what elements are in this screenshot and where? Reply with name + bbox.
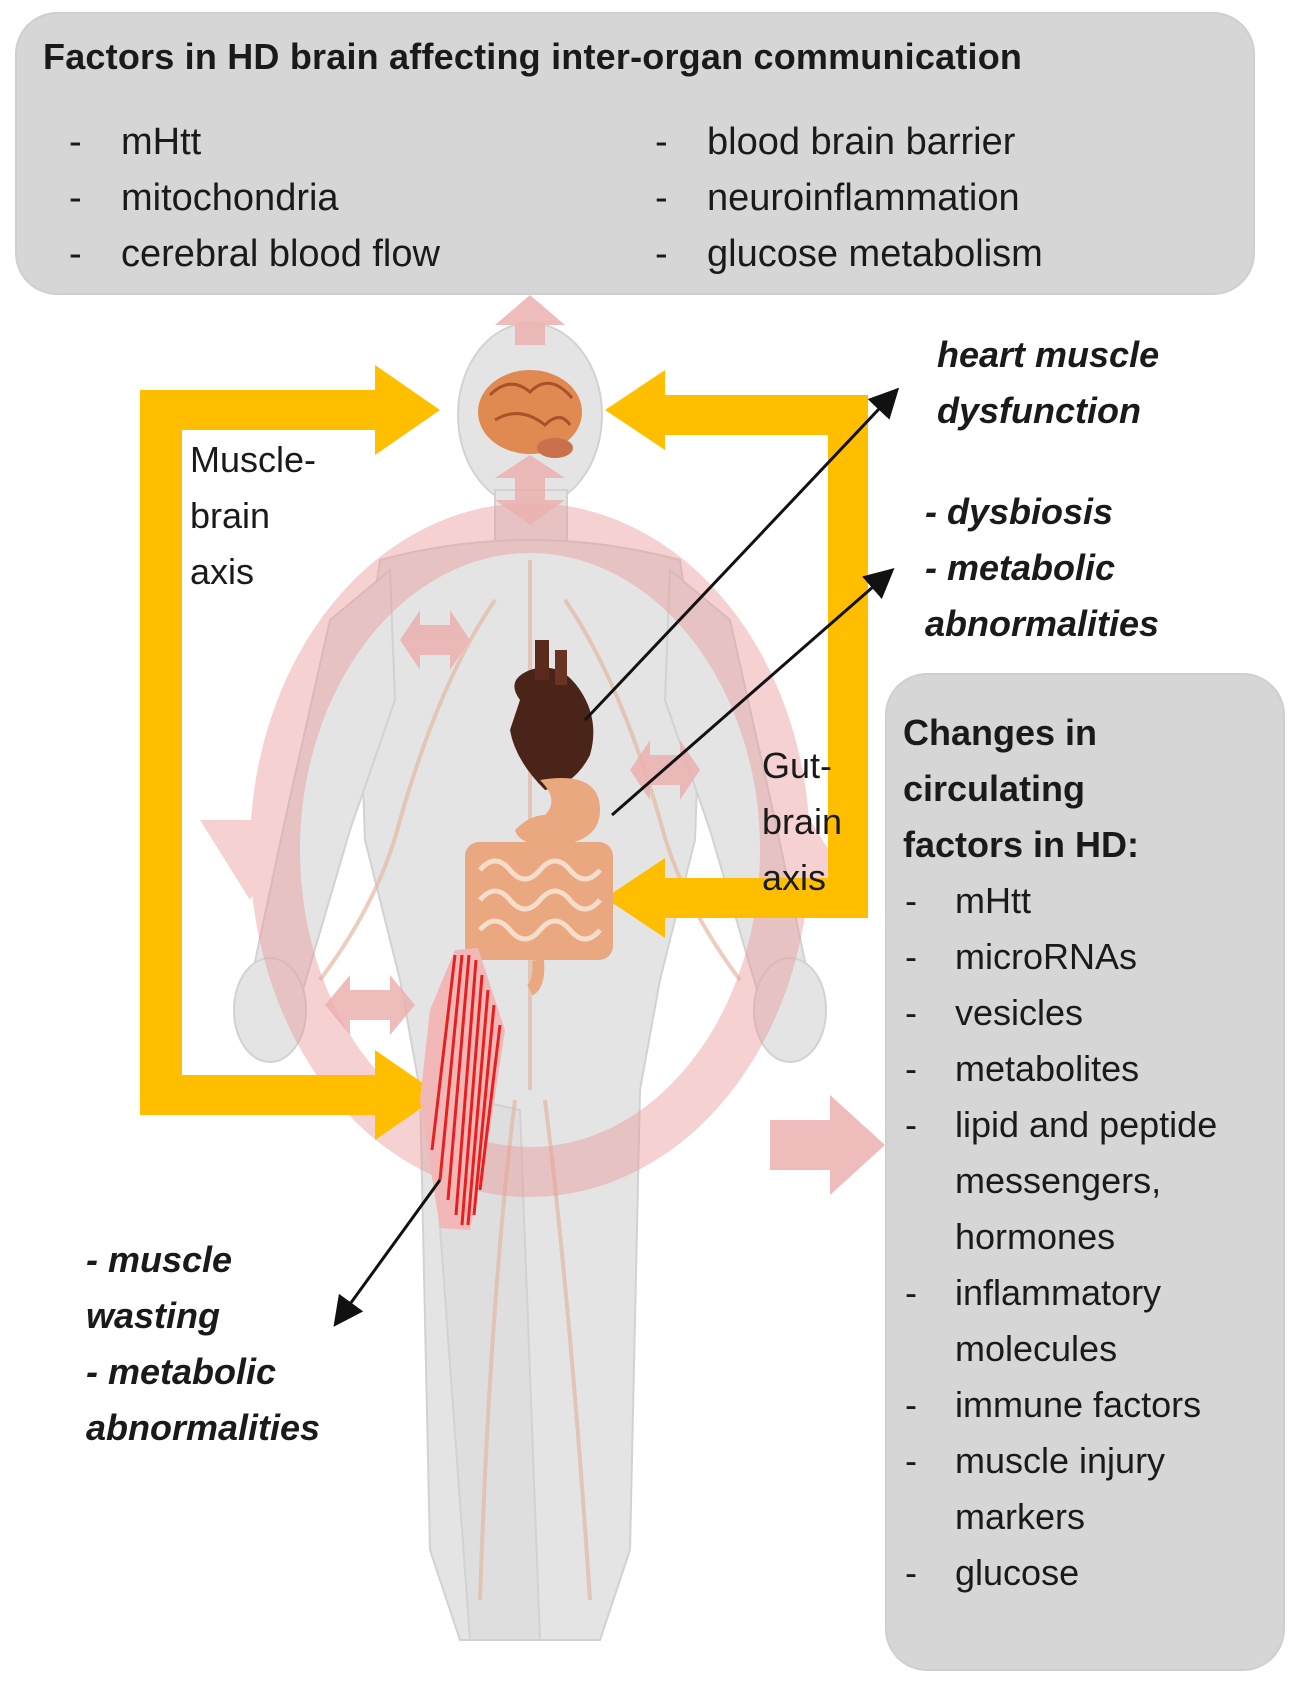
brain-factors-right-list: -blood brain barrier -neuroinflammation … [603,114,1043,282]
heart-icon [510,640,594,790]
gut-brain-axis-label: Gut- brain axis [762,745,843,898]
brain-factors-box: Factors in HD brain affecting inter-orga… [15,12,1255,295]
muscle-icon [420,948,505,1230]
list-item: -mHtt [69,121,202,163]
muscle-brain-axis-arrow [140,365,440,1140]
list-item: -mitochondria [69,177,339,219]
heart-effect-arrow [583,387,900,722]
gut-effect-label: - dysbiosis - metabolic abnormalities [925,491,1160,644]
circulating-factors-title: Changes in circulating factors in HD: [903,712,1140,865]
list-item: muscle injury markers [887,1433,1255,1545]
muscle-effect-label: - muscle wasting - metabolic abnormaliti… [86,1239,321,1448]
list-item: -neuroinflammation [655,177,1020,219]
list-item: vesicles [887,985,1275,1041]
list-item: -blood brain barrier [655,121,1016,163]
heart-effect-label: heart muscle dysfunction [937,334,1160,431]
muscle-effect-arrow [333,1179,442,1327]
list-item: glucose [887,1545,1275,1601]
pink-circulation-arrows [325,295,885,1195]
gut-brain-axis-arrow [605,370,868,938]
stomach-icon [515,778,600,846]
list-item: -glucose metabolism [655,233,1043,275]
gut-effect-arrow [611,568,895,817]
muscle-brain-axis-label: Muscle- brain axis [190,439,317,592]
intestine-icon [465,842,613,996]
brain-factors-title: Factors in HD brain affecting inter-orga… [43,36,1023,77]
list-item: metabolites [887,1041,1275,1097]
list-item: microRNAs [887,929,1275,985]
circulating-factors-box: Changes in circulating factors in HD: mH… [885,673,1285,1671]
circulating-factors-list: mHtt microRNAs vesicles metabolites lipi… [887,873,1275,1601]
brain-icon [478,370,582,458]
brain-factors-left-list: -mHtt -mitochondria -cerebral blood flow [17,114,440,282]
list-item: -cerebral blood flow [69,233,440,275]
pointer-arrows [333,387,900,1327]
list-item: inflammatory molecules [887,1265,1255,1377]
list-item: mHtt [887,873,1275,929]
list-item: lipid and peptide messengers, hormones [887,1097,1255,1265]
list-item: immune factors [887,1377,1275,1433]
